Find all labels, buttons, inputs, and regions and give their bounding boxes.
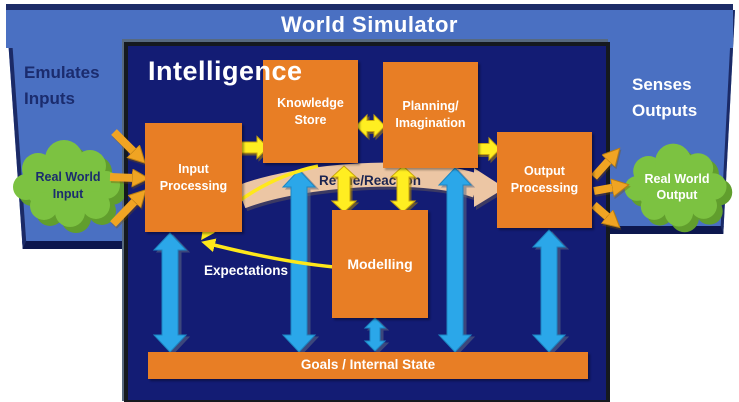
- cloud-icon: [624, 143, 733, 233]
- output-cloud-label: Real World Output: [644, 171, 710, 202]
- frame-top-strip: [6, 4, 733, 48]
- senses-outputs-label: Senses Outputs: [632, 75, 698, 121]
- box-output-processing: Output Processing: [497, 132, 592, 228]
- real-world-output-cloud: Real World Output: [620, 137, 734, 237]
- knowledge-store-label: Knowledge Store: [277, 95, 344, 127]
- goals-label: Goals / Internal State: [300, 357, 436, 373]
- planning-imagination-label: Planning/ Imagination: [395, 99, 466, 130]
- real-world-input-cloud: Real World Input: [12, 133, 126, 238]
- emulates-inputs-label: Emulates Inputs: [24, 63, 100, 109]
- output-processing-label: Output Processing: [510, 164, 579, 195]
- refine-reaction-label: Refine/Reaction: [318, 173, 422, 188]
- input-cloud-label: Real World Input: [35, 170, 101, 201]
- box-input-processing: Input Processing: [145, 123, 242, 232]
- modelling-label: Modelling: [347, 255, 413, 272]
- cloud-icon: [13, 140, 126, 233]
- world-simulator-title: World Simulator: [281, 12, 458, 37]
- expectations-label: Expectations: [204, 263, 289, 278]
- box-planning-imagination: Planning/ Imagination: [383, 62, 478, 168]
- goals-internal-state-bar: Goals / Internal State: [148, 352, 588, 379]
- intelligence-heading: Intelligence: [148, 56, 303, 86]
- input-processing-label: Input Processing: [159, 161, 228, 193]
- box-knowledge-store: Knowledge Store: [263, 60, 358, 163]
- box-modelling: Modelling: [332, 210, 428, 318]
